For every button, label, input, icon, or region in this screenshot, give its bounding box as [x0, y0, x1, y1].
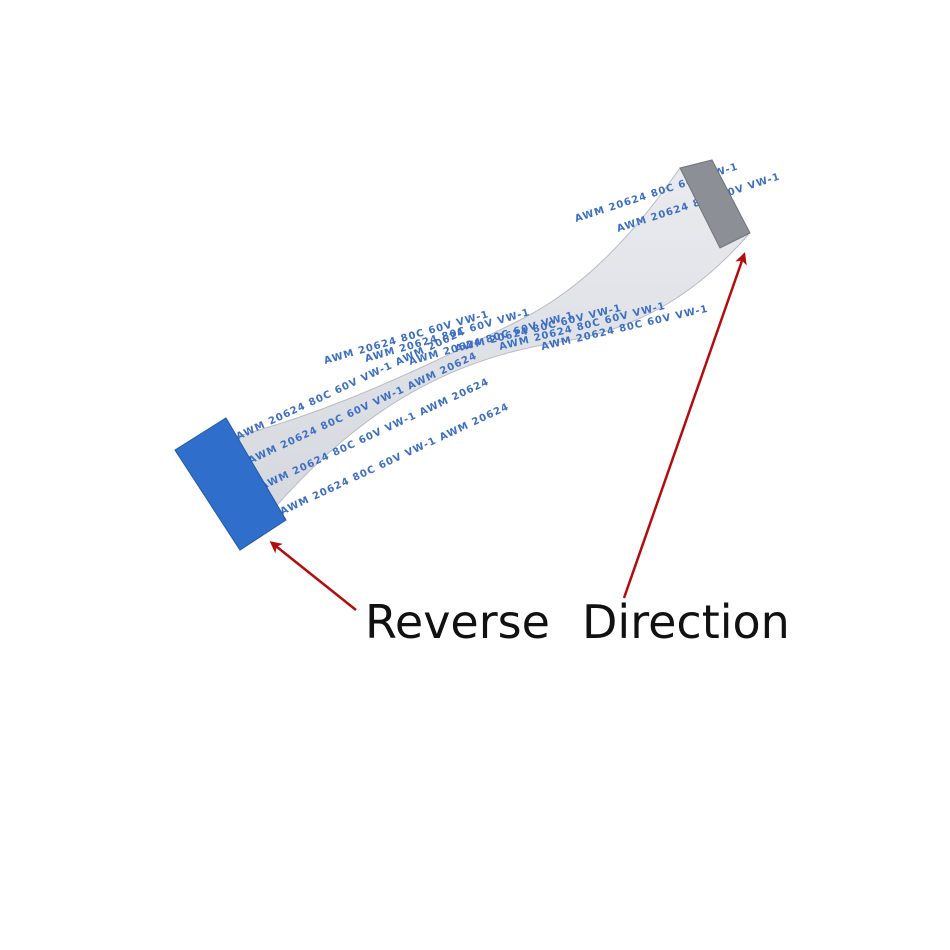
print-line-10: AWM 20624 80C 60V VW-1 AWM 20624 — [247, 351, 479, 467]
caption-direction: Direction — [582, 595, 790, 649]
caption-reverse: Reverse — [365, 595, 550, 649]
left-arrow-icon — [269, 541, 357, 611]
cable-body — [174, 167, 749, 551]
left-stiffener — [174, 417, 287, 551]
right-arrow-icon — [622, 252, 747, 599]
ffc-cable: AWM 20624 80C 60V VW-1 AWM 20624 80C 60V… — [174, 159, 782, 551]
right-contact-end — [679, 159, 751, 249]
